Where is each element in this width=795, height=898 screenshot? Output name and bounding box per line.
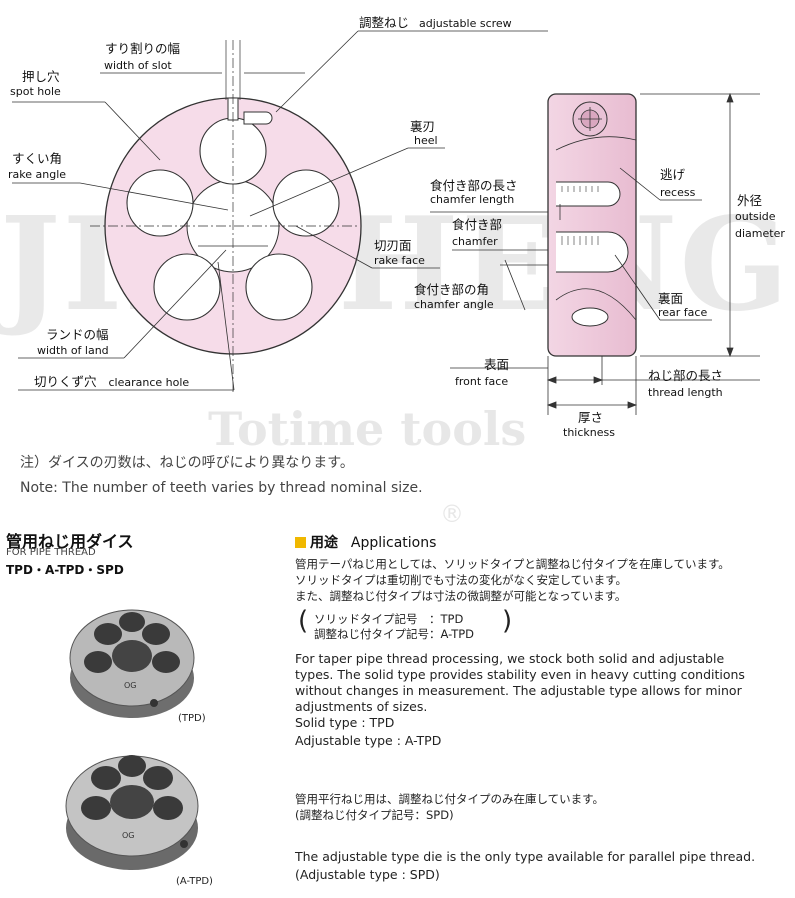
- bracket-line2: 調整ねじ付タイプ記号：A-TPD: [314, 627, 475, 641]
- bracket-line1: ソリッドタイプ記号 ：TPD: [314, 612, 464, 626]
- label-chamfer-angle-jp: 食付き部の角: [414, 282, 490, 297]
- die-side-view: [547, 93, 637, 357]
- label-thickness-jp: 厚さ: [578, 410, 604, 425]
- atpd-die-image: OG: [65, 755, 199, 870]
- applications-en-line4: adjustments of sizes.: [295, 699, 428, 714]
- label-rear-face-jp: 裏面: [658, 291, 684, 306]
- label-chamfer-length-jp: 食付き部の長さ: [430, 178, 518, 193]
- product-title-en: FOR PIPE THREAD: [6, 547, 96, 558]
- yellow-square-icon: [295, 537, 306, 548]
- label-land-width-en: width of land: [37, 344, 109, 357]
- left-paren-icon: (: [298, 606, 309, 636]
- label-spot-hole-jp: 押し穴: [22, 69, 60, 84]
- label-thickness-en: thickness: [563, 426, 615, 439]
- applications-en-line1: For taper pipe thread processing, we sto…: [295, 651, 725, 666]
- watermark-registered: ®: [440, 500, 464, 528]
- label-rear-face-en: rear face: [658, 306, 708, 319]
- front-view-leaders: [12, 30, 548, 391]
- label-rake-face-en: rake face: [374, 254, 425, 267]
- label-recess-en: recess: [660, 186, 696, 199]
- label-spot-hole-en: spot hole: [10, 85, 61, 98]
- label-outside-diameter-jp: 外径: [737, 193, 763, 208]
- applications-heading-jp: 用途: [310, 535, 338, 551]
- applications-jp-line1: 管用テーパねじ用としては、ソリッドタイプと調整ねじ付タイプを在庫しています。: [295, 557, 730, 571]
- watermark-sub: Totime tools: [208, 402, 527, 456]
- applications-en-line3: without changes in measurement. The adju…: [295, 683, 742, 698]
- label-land-width-jp: ランドの幅: [46, 327, 109, 342]
- applications-heading-en: Applications: [350, 535, 437, 551]
- applications-en-parallel-code: (Adjustable type : SPD): [295, 867, 440, 882]
- atpd-die-marking: OG: [122, 831, 135, 840]
- note-jp: 注）ダイスの刃数は、ねじの呼びにより異なります。: [20, 455, 354, 471]
- label-clearance-hole: 切りくず穴 clearance hole: [34, 371, 189, 390]
- label-clearance-hole-jp: 切りくず穴: [34, 374, 97, 389]
- applications-en-line2: types. The solid type provides stability…: [295, 667, 745, 682]
- applications-en-parallel: The adjustable type die is the only type…: [295, 849, 756, 864]
- label-chamfer-jp: 食付き部: [452, 217, 503, 232]
- applications-jp-line3: また、調整ねじ付タイプは寸法の微調整が可能となっています。: [295, 589, 627, 603]
- right-paren-icon: ): [502, 606, 513, 636]
- label-clearance-hole-en: clearance hole: [108, 376, 190, 389]
- label-adjustable-screw-jp: 調整ねじ: [359, 15, 410, 30]
- product-title-jp: 管用ねじ用ダイス: [6, 532, 134, 551]
- product-codes: TPD・A-TPD・SPD: [6, 563, 124, 577]
- label-front-face-jp: 表面: [484, 357, 510, 372]
- tpd-die-image: OG: [69, 609, 195, 718]
- applications-jp-parallel: 管用平行ねじ用は、調整ねじ付タイプのみ在庫しています。: [295, 792, 605, 806]
- label-slot-width-en: width of slot: [104, 59, 172, 72]
- label-slot-width-jp: すり割りの幅: [105, 41, 181, 56]
- bracket-box: ( ソリッドタイプ記号 ：TPD 調整ねじ付タイプ記号：A-TPD ): [298, 606, 518, 644]
- label-adjustable-screw-en: adjustable screw: [419, 17, 512, 30]
- label-outside-diameter-en2: diameter: [735, 227, 785, 240]
- label-cutting-face-jp: 切刃面: [374, 238, 412, 253]
- label-front-face-en: front face: [455, 375, 509, 388]
- label-chamfer-length-en: chamfer length: [430, 193, 515, 206]
- label-rake-angle-en: rake angle: [8, 168, 67, 181]
- die-front-view: [90, 40, 362, 395]
- label-rake-angle-jp: すくい角: [12, 151, 63, 166]
- applications-jp-line2: ソリッドタイプは重切削でも寸法の変化がなく安定しています。: [295, 573, 628, 587]
- applications-heading: 用途 Applications: [295, 532, 436, 552]
- die-diagram: [12, 30, 760, 415]
- label-chamfer-en: chamfer: [452, 235, 498, 248]
- side-view-leaders: [430, 92, 760, 415]
- label-recess-jp: 逃げ: [660, 167, 686, 182]
- caption-tpd: (TPD): [178, 713, 206, 724]
- applications-en-adjustable: Adjustable type : A-TPD: [295, 733, 442, 748]
- label-outside-diameter-en1: outside: [735, 210, 776, 223]
- label-heel-jp: 裏刃: [410, 119, 436, 134]
- applications-en-solid: Solid type : TPD: [295, 715, 395, 730]
- tpd-die-marking: OG: [124, 681, 137, 690]
- label-heel-en: heel: [414, 134, 438, 147]
- label-adjustable-screw: 調整ねじ adjustable screw: [359, 12, 512, 31]
- label-chamfer-angle-en: chamfer angle: [414, 298, 494, 311]
- caption-atpd: (A-TPD): [176, 876, 213, 887]
- note-en: Note: The number of teeth varies by thre…: [20, 480, 423, 496]
- label-thread-length-en: thread length: [648, 386, 723, 399]
- label-thread-length-jp: ねじ部の長さ: [648, 368, 724, 383]
- applications-jp-parallel-code: (調整ねじ付タイプ記号：SPD): [295, 808, 454, 822]
